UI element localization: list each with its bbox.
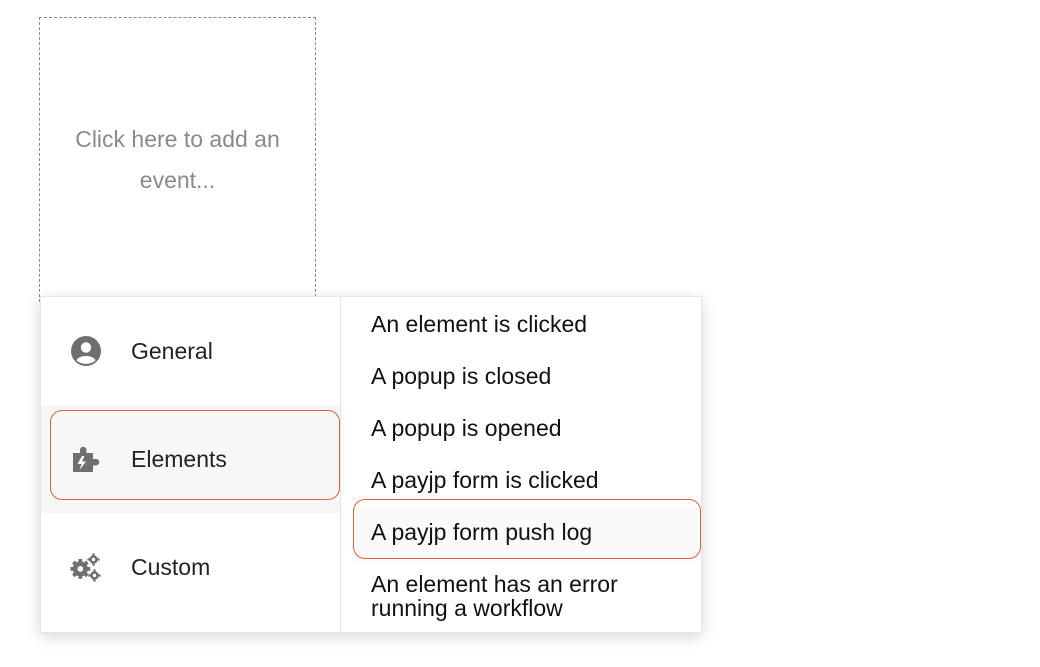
category-custom[interactable]: Custom xyxy=(41,513,340,621)
add-event-text: Click here to add an event... xyxy=(75,126,280,193)
category-label: Elements xyxy=(131,445,227,472)
event-item[interactable]: An element is clicked xyxy=(371,311,588,337)
category-label: Custom xyxy=(131,553,211,580)
event-type-dropdown: General Elements xyxy=(40,296,702,633)
event-item[interactable]: An element has an error running a workfl… xyxy=(371,571,618,621)
gears-icon xyxy=(70,551,102,583)
category-list: General Elements xyxy=(41,297,341,632)
category-general[interactable]: General xyxy=(41,297,340,405)
event-item[interactable]: A payjp form push log xyxy=(355,507,697,563)
category-label: General xyxy=(131,337,213,364)
event-item[interactable]: A payjp form is clicked xyxy=(371,467,599,493)
puzzle-bolt-icon xyxy=(70,443,102,475)
add-event-placeholder[interactable]: Click here to add an event... xyxy=(39,17,316,302)
user-circle-icon xyxy=(70,335,102,367)
category-elements[interactable]: Elements xyxy=(41,405,340,513)
event-item[interactable]: A popup is closed xyxy=(371,363,552,389)
event-list: An element is clicked A popup is closed … xyxy=(341,297,701,632)
event-item[interactable]: A popup is opened xyxy=(371,415,562,441)
